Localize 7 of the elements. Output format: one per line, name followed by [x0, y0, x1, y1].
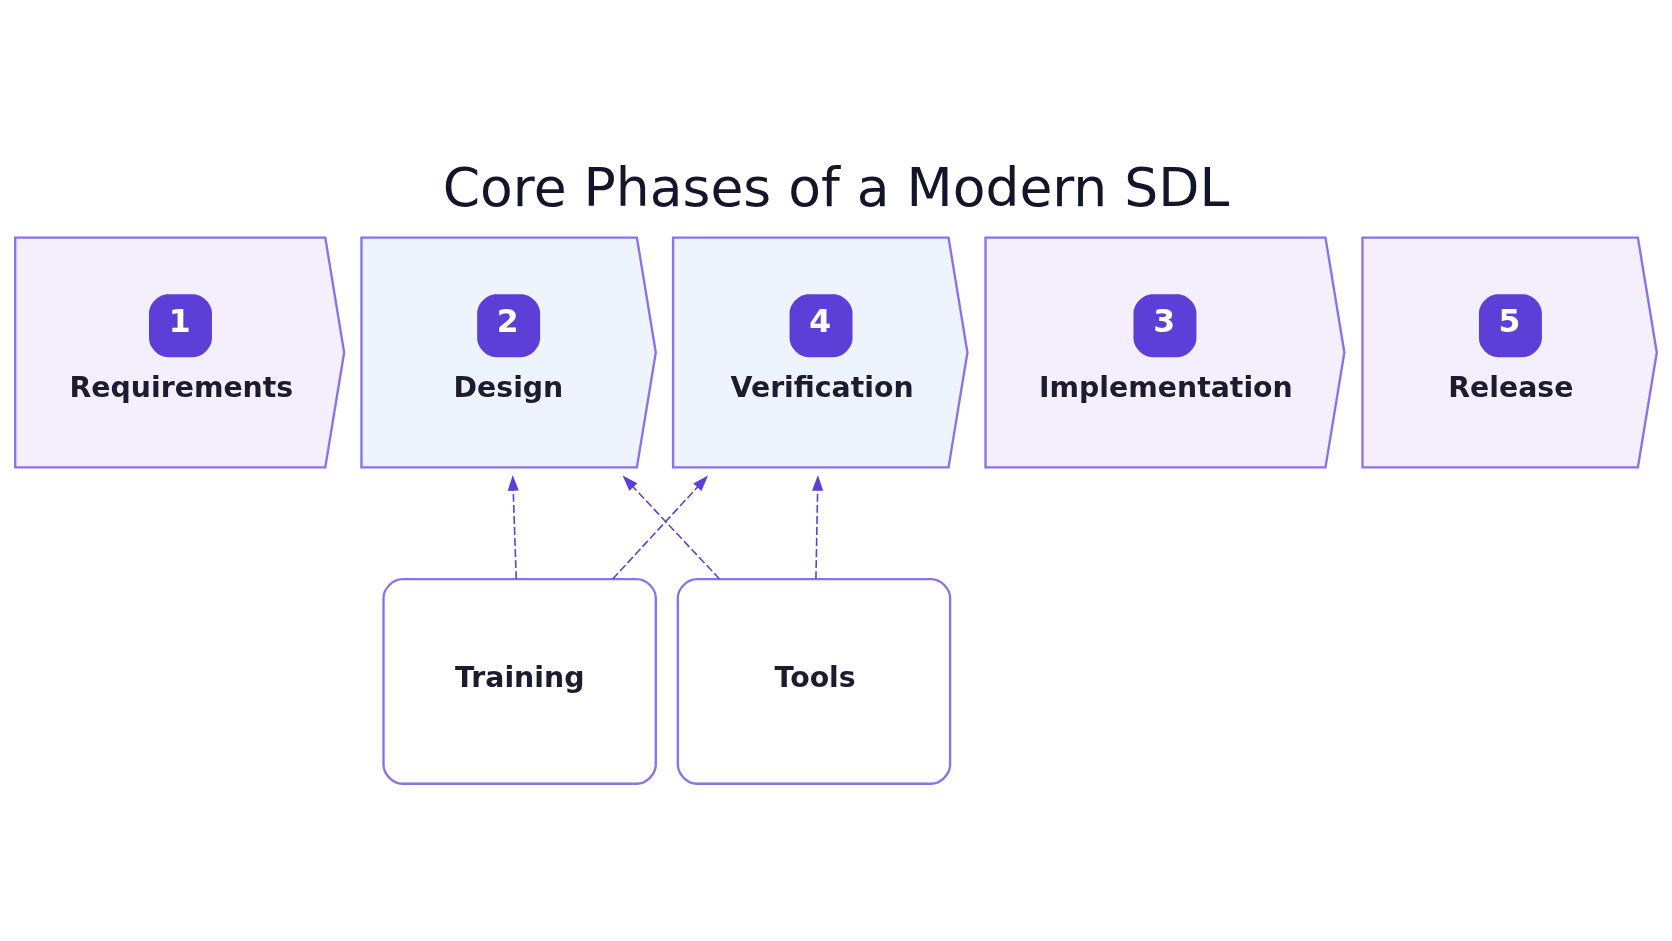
node-box: Tools — [676, 577, 952, 785]
node-box: Training — [382, 577, 657, 785]
diagram-title: Core Phases of a Modern SDL — [442, 156, 1230, 220]
arrow — [812, 474, 824, 580]
arrow — [507, 474, 519, 580]
arrow — [622, 475, 721, 580]
arrow — [611, 475, 709, 580]
